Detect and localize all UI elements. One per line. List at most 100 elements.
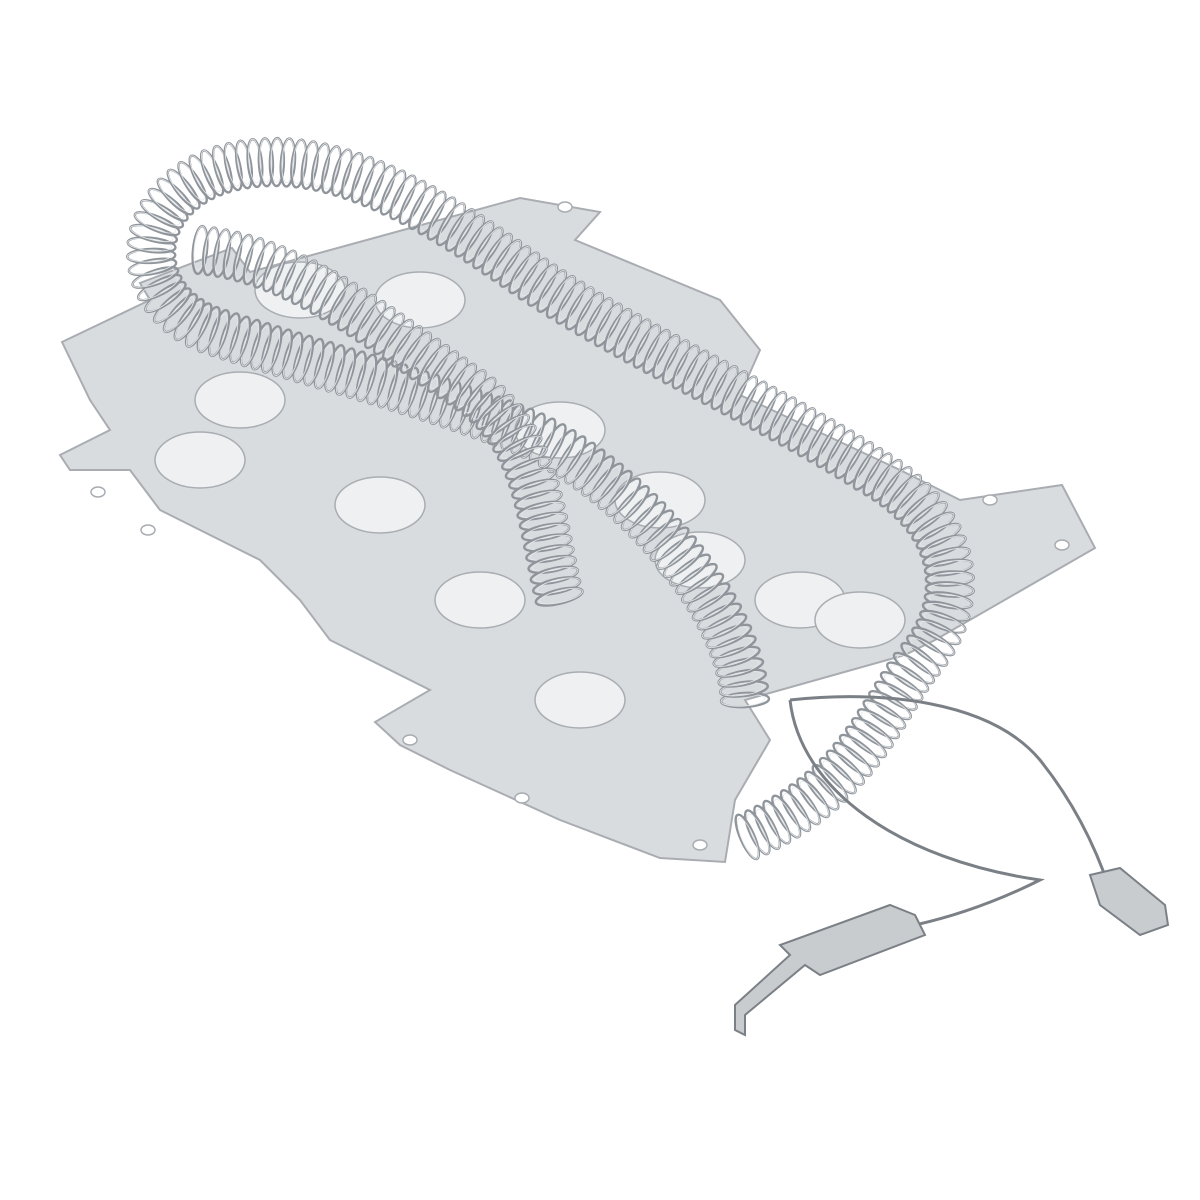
coil-turn-highlight [157,178,191,212]
coil-turn-highlight [411,185,436,226]
coil-turn-highlight [214,229,230,274]
coil-turn-highlight [774,798,801,838]
coil-turn-highlight [538,427,564,468]
coil-turn-highlight [860,711,900,739]
coil-turn-highlight [245,237,264,281]
coil-turn-highlight [737,818,759,860]
coil-turn-highlight [235,234,253,278]
coil-turn-highlight [752,386,777,427]
coil-turn-highlight [692,595,733,621]
coil-turn-highlight [349,294,376,333]
coil-turn-highlight [756,809,780,850]
coil-turn-highlight [353,156,374,199]
coil-turn-highlight [167,169,198,206]
coil-turn-highlight [598,473,630,510]
coil-turn-highlight [284,255,307,297]
coil-turn-highlight [556,439,584,478]
coil-turn-highlight [247,138,262,184]
lead-wire [788,695,1112,927]
coil-turn-highlight [702,615,743,639]
coil-turn-highlight [828,430,854,470]
spade-terminal-right [1088,866,1170,937]
coil-turn-highlight [457,215,484,254]
coil-turn-highlight [926,547,971,565]
coil-turn-highlight [255,241,275,285]
coil-turn-highlight [448,209,475,248]
coil-turn-highlight [429,197,456,237]
coil-turn-highlight [209,313,228,357]
coil-turn-highlight [512,468,556,488]
coil-turn-highlight [293,339,312,383]
coil-turn-highlight [706,626,748,648]
coil-turn-highlight [549,275,576,315]
coil-turn-highlight [681,575,721,603]
coil-turn-highlight [929,571,975,585]
coil-turn-highlight [573,452,603,490]
coil-turn-highlight [761,391,787,432]
mounting-hole [557,201,573,213]
coil-turn-highlight [720,693,766,707]
coil-turn-highlight [723,371,748,412]
coil-turn-highlight [219,316,239,360]
coil-turn-highlight [430,351,459,389]
coil-turn-highlight [926,603,970,621]
coil-turn-highlight [491,403,512,446]
coil-turn-highlight [616,314,641,354]
coil-turn-highlight [590,466,621,503]
coil-turn-highlight [394,325,423,364]
coil-turn-highlight [684,350,709,391]
coil-turn-highlight [465,377,496,414]
coil-turn-highlight [534,566,579,583]
coil-turn-highlight [197,310,219,353]
coil-turn-highlight [539,587,583,605]
coil-turn-highlight [491,414,530,442]
coil-turn-highlight [896,655,935,684]
coil-turn-highlight [697,605,738,630]
terminal-left [734,903,927,1037]
coil-turn-highlight [283,336,302,380]
coil-turn-highlight [126,249,172,263]
coil-turn-highlight [765,804,791,844]
mounting-hole [1054,539,1070,551]
coil-turn-highlight [718,670,763,687]
coil-turn-highlight [270,137,284,183]
mounting-hole [514,792,530,804]
coil-turn-highlight [429,381,449,425]
coil-turn-highlight [928,593,973,609]
coil-turn-highlight [882,466,912,504]
coil-turn-highlight [650,530,686,561]
mounting-holes [90,201,1070,851]
coil-turn-highlight [382,170,406,212]
coil-turn-highlight [493,239,522,278]
coil-turn-highlight [536,577,581,594]
plate-cutout [374,271,466,329]
coil-turn-highlight [568,287,594,327]
coil-turn-highlight [412,338,441,377]
coil-turn-highlight [272,332,291,377]
coil-turn-highlight [710,637,753,658]
coil-turn-highlight [343,152,363,196]
coil-turn-highlight [829,753,865,785]
coil-turn-highlight [346,355,365,399]
plate-cutout [334,476,426,534]
coil-turn-highlight [890,474,922,510]
coil-turn-highlight [372,165,395,207]
coil-turn-highlight [884,674,923,701]
coil-turn-highlight [732,376,757,417]
coil-turn-highlight [403,332,432,370]
coil-turn-highlight [890,664,929,692]
coil-turn-highlight [629,504,663,538]
coil-turn-highlight [325,348,344,392]
coil-turn-highlight [224,231,242,276]
terminal-right [1088,866,1170,937]
coil-turn-highlight [515,479,559,498]
coil-turn-highlight [742,381,767,422]
coil-turn-highlight [274,250,297,292]
coil-turn-highlight [915,629,955,656]
coil-turn-highlight [330,282,357,322]
coil-turn-highlight [140,200,180,226]
coil-turn-highlight [606,308,632,349]
coil-turn-highlight [230,320,249,364]
coil-turn-highlight [547,433,574,473]
coil-turn-highlight [746,813,770,855]
